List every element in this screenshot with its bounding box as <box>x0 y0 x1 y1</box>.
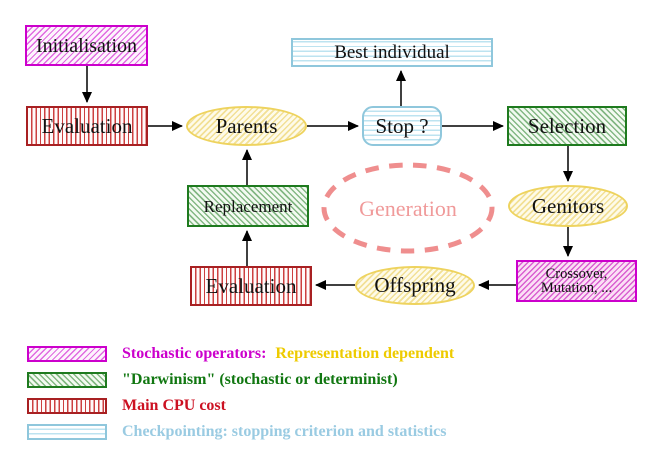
node-evaluation-top: Evaluation <box>26 106 148 146</box>
node-initialisation: Initialisation <box>25 25 148 66</box>
node-stop-label: Stop ? <box>375 113 429 138</box>
node-parents: Parents <box>186 106 307 146</box>
legend-row-darwinism: "Darwinism" (stochastic or determinist) <box>27 371 398 388</box>
legend-label-darwinism: "Darwinism" (stochastic or determinist) <box>122 371 398 388</box>
node-selection: Selection <box>507 106 627 146</box>
node-replacement-label: Replacement <box>203 196 293 216</box>
legend-label-representation-dependent: Representation dependent <box>275 345 455 362</box>
node-offspring: Offspring <box>355 266 475 305</box>
node-replacement: Replacement <box>187 185 309 227</box>
node-genitors: Genitors <box>508 185 628 227</box>
legend-swatch-red-stripes <box>27 398 107 414</box>
node-offspring-label: Offspring <box>374 273 456 297</box>
node-stop: Stop ? <box>362 106 442 146</box>
legend-swatch-magenta-hatch <box>27 346 107 362</box>
node-genitors-label: Genitors <box>531 193 605 218</box>
legend-row-stochastic-operators: Stochastic operators: Representation dep… <box>27 345 455 362</box>
node-parents-label: Parents <box>215 113 278 138</box>
legend-row-checkpointing: Checkpointing: stopping criterion and st… <box>27 423 447 440</box>
legend-row-cpu-cost: Main CPU cost <box>27 397 226 414</box>
node-evaluation-bottom-label: Evaluation <box>205 273 297 298</box>
legend-swatch-green-hatch <box>27 372 107 388</box>
node-best-individual-label: Best individual <box>334 42 450 63</box>
node-crossover-line2: Mutation, ... <box>540 280 613 296</box>
node-evaluation-top-label: Evaluation <box>41 113 133 138</box>
node-best-individual: Best individual <box>291 38 493 67</box>
node-selection-label: Selection <box>527 113 607 138</box>
node-crossover-line1: Crossover, <box>545 265 608 282</box>
node-generation: Generation <box>324 196 492 222</box>
node-crossover-mutation: Crossover, Mutation, ... <box>516 260 637 302</box>
legend-label-checkpointing: Checkpointing: stopping criterion and st… <box>122 423 447 440</box>
generation-dashed-ellipse <box>321 162 495 254</box>
node-initialisation-label: Initialisation <box>35 34 138 57</box>
node-evaluation-bottom: Evaluation <box>190 266 312 306</box>
legend-label-stochastic-operators: Stochastic operators: <box>122 345 267 362</box>
node-generation-label: Generation <box>359 196 457 221</box>
legend-swatch-cyan-stripes <box>27 424 107 440</box>
legend-label-cpu-cost: Main CPU cost <box>122 397 226 414</box>
